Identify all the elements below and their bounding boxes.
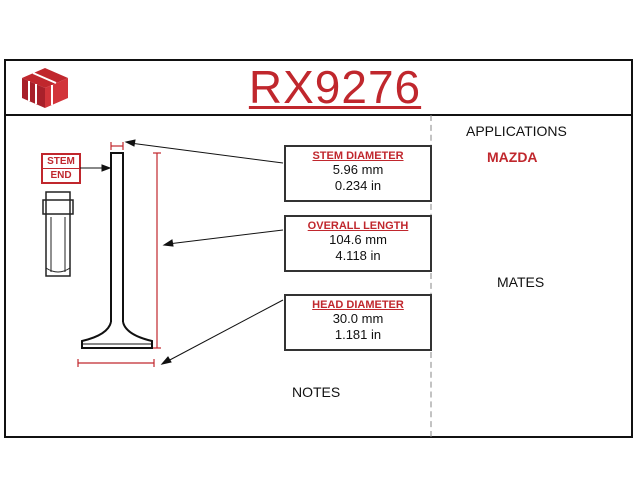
overall-length-box: OVERALL LENGTH 104.6 mm 4.118 in	[284, 215, 432, 272]
stem-end-line2: END	[50, 170, 72, 181]
header-divider	[4, 114, 633, 116]
stem-diameter-in: 0.234 in	[334, 178, 382, 193]
head-diameter-box: HEAD DIAMETER 30.0 mm 1.181 in	[284, 294, 432, 351]
overall-length-in: 4.118 in	[335, 248, 381, 263]
leader-lines	[80, 139, 284, 365]
stem-end-line1: STEM	[43, 155, 79, 169]
head-diameter-in: 1.181 in	[334, 327, 382, 342]
part-number-title: RX9276	[248, 61, 422, 113]
mates-title: MATES	[497, 274, 545, 290]
head-diameter-mm: 30.0 mm	[332, 311, 384, 326]
overall-length-title: OVERALL LENGTH	[307, 220, 409, 232]
notes-title: NOTES	[292, 384, 341, 400]
overall-length-mm: 104.6 mm	[329, 232, 387, 247]
stem-diameter-title: STEM DIAMETER	[312, 150, 404, 162]
column-divider	[430, 115, 432, 437]
head-diameter-title: HEAD DIAMETER	[312, 299, 404, 311]
stem-diameter-mm: 5.96 mm	[332, 162, 384, 177]
applications-title: APPLICATIONS	[466, 123, 567, 139]
stem-end-detail	[42, 191, 74, 277]
stem-diameter-box: STEM DIAMETER 5.96 mm 0.234 in	[284, 145, 432, 202]
dimension-lines	[77, 142, 161, 367]
application-item: MAZDA	[487, 149, 538, 165]
valve-body	[81, 152, 153, 349]
brand-cube-logo	[22, 68, 68, 108]
sheet-frame	[4, 59, 633, 438]
